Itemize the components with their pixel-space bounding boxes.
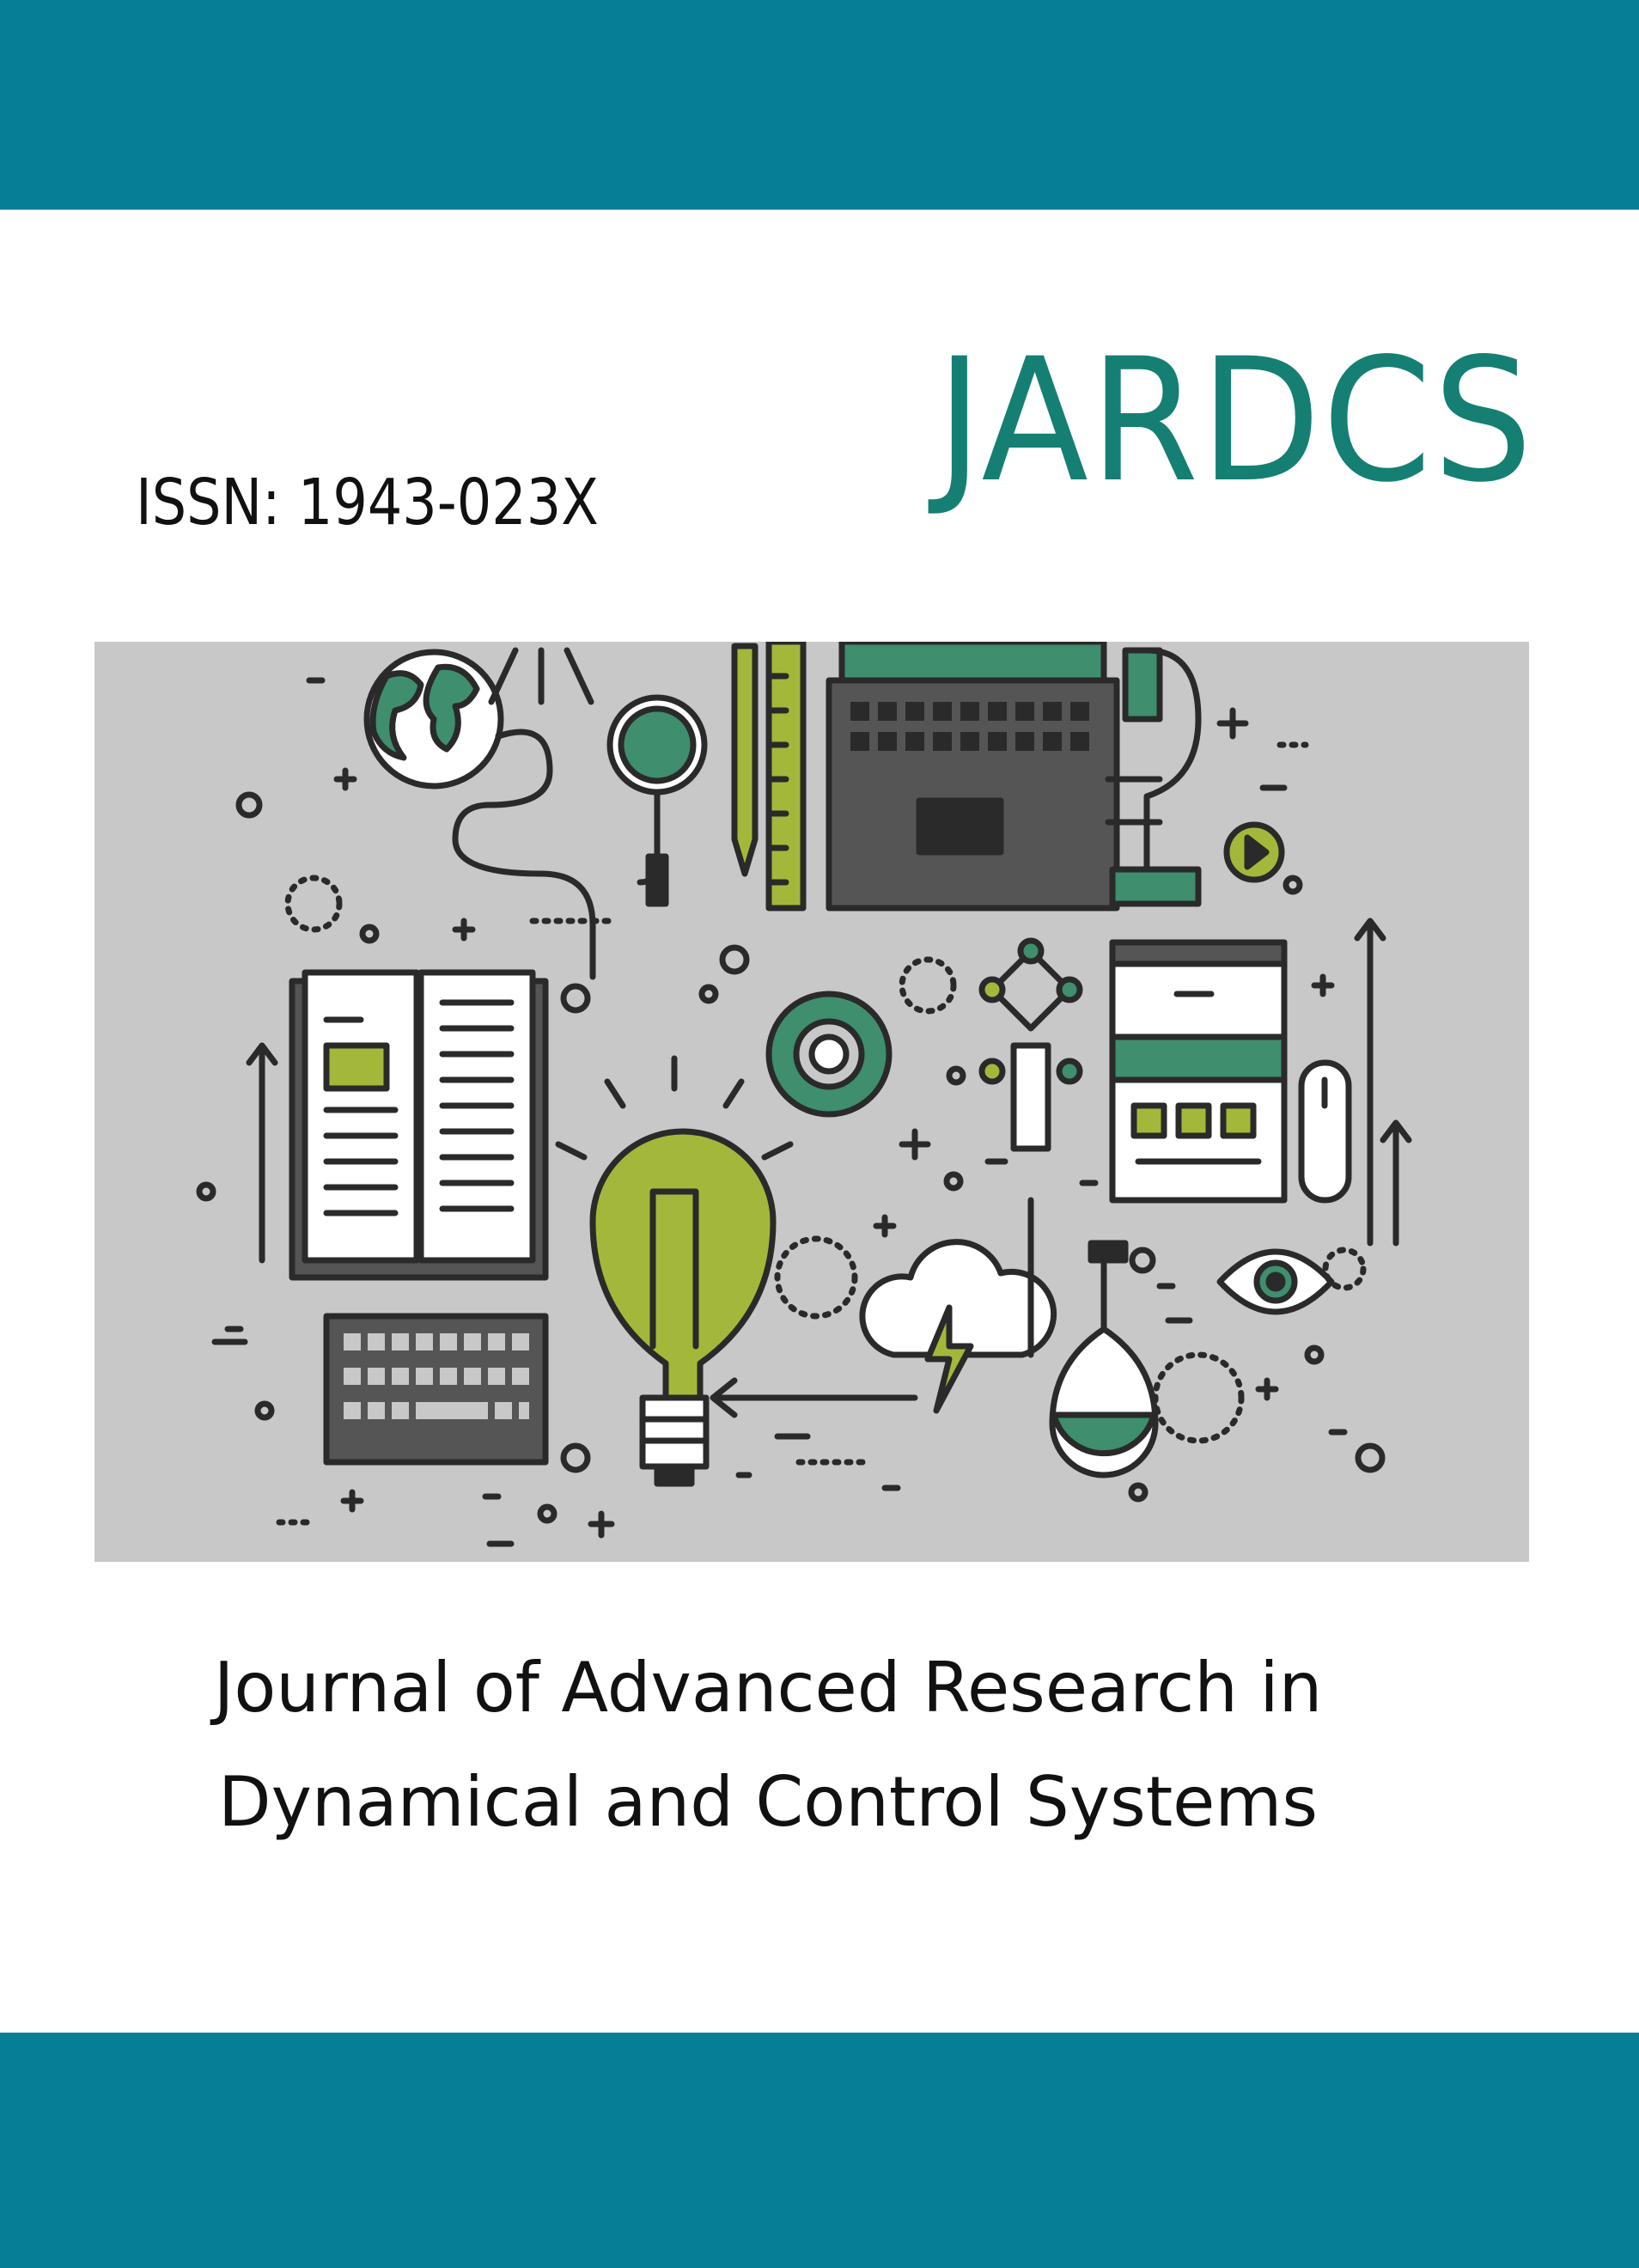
bottom-color-band bbox=[0, 2033, 1639, 2268]
journal-acronym: JARDCS bbox=[936, 321, 1534, 520]
pencil-icon bbox=[731, 643, 759, 877]
cover-illustration bbox=[94, 642, 1529, 1562]
play-icon bbox=[1223, 821, 1285, 883]
laptop-icon bbox=[826, 642, 1120, 911]
network-person-icon bbox=[978, 937, 1083, 1152]
keyboard-icon bbox=[323, 1313, 549, 1466]
flask-icon bbox=[1049, 1240, 1159, 1478]
gear-icon bbox=[765, 991, 893, 1118]
ruler-icon bbox=[765, 642, 807, 911]
top-color-band bbox=[0, 0, 1639, 210]
journal-title-line-2: Dynamical and Control Systems bbox=[217, 1762, 1319, 1842]
magnifier-icon bbox=[606, 694, 708, 907]
arrow-up-icon bbox=[246, 918, 1412, 1264]
issn-label: ISSN: 1943-023X bbox=[136, 466, 599, 540]
book-icon bbox=[289, 969, 549, 1281]
globe-icon bbox=[363, 649, 504, 790]
microscope-icon bbox=[1105, 647, 1202, 907]
mouse-icon bbox=[1298, 1059, 1352, 1204]
eye-icon bbox=[1216, 1248, 1335, 1315]
browser-window-icon bbox=[1109, 939, 1288, 1204]
cloud-lightning-icon bbox=[710, 1197, 1057, 1418]
lightbulb-icon bbox=[555, 1055, 794, 1487]
journal-title-line-1: Journal of Advanced Research in bbox=[213, 1648, 1323, 1728]
